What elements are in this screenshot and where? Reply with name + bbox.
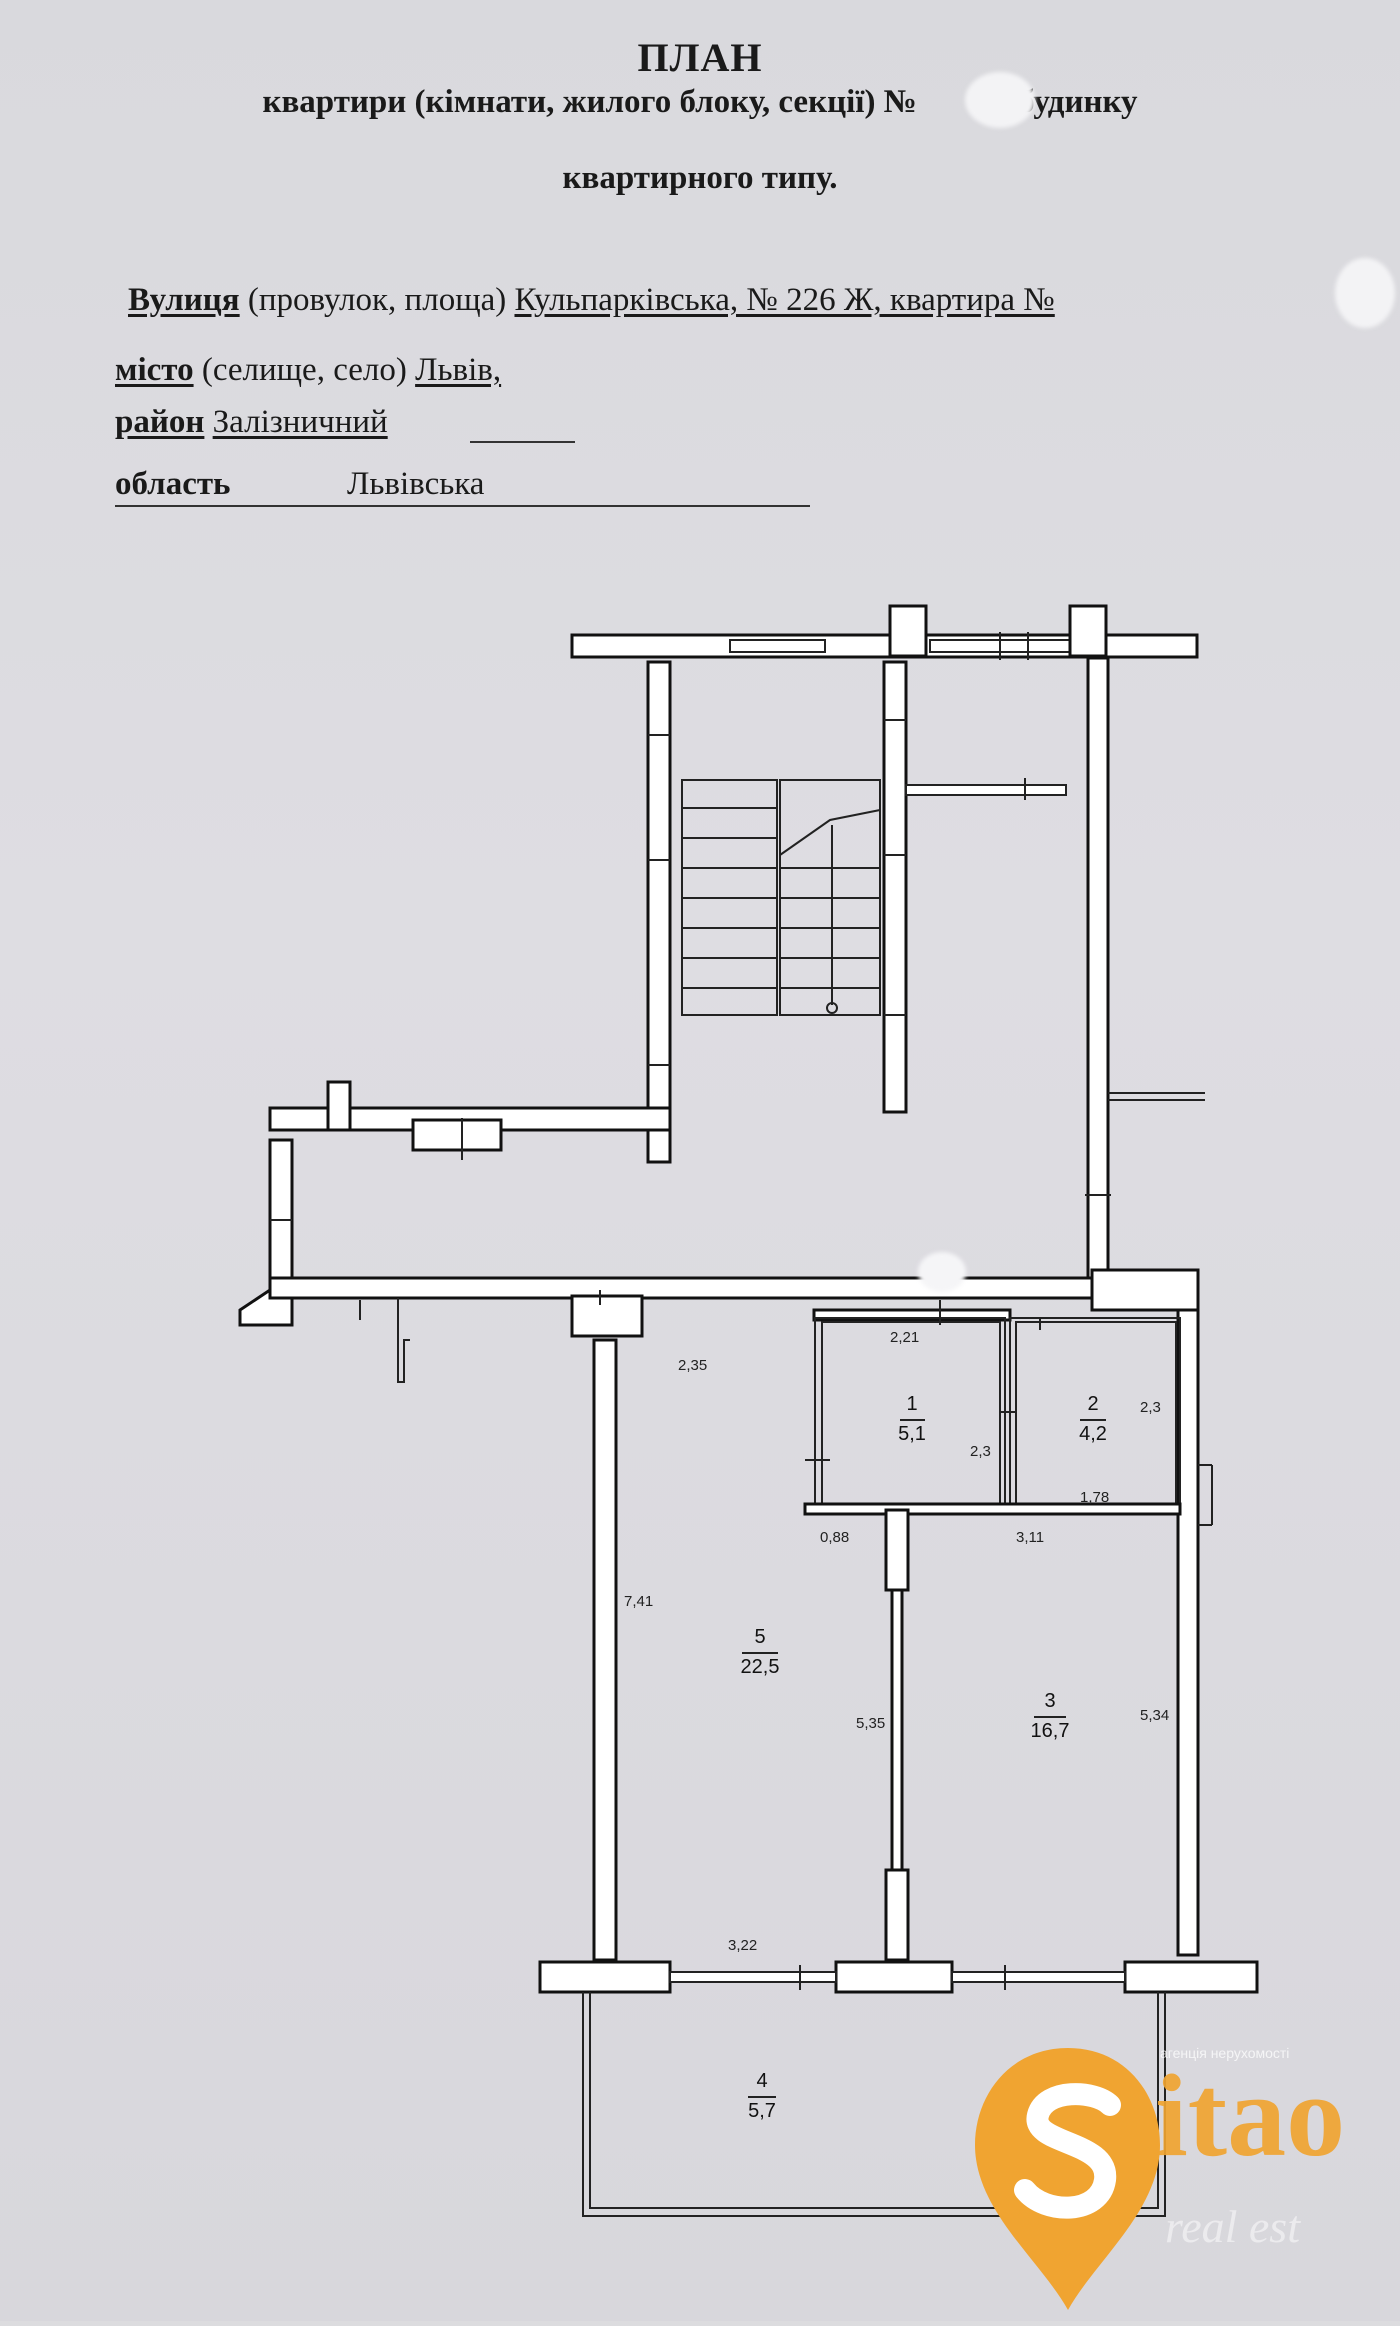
dimension-label: 0,88 xyxy=(820,1529,849,1546)
window xyxy=(669,1971,837,1983)
location-pin-icon xyxy=(975,2048,1160,2310)
subtitle-before: квартири (кімнати, жилого блоку, секції)… xyxy=(262,84,917,120)
district-value: Залізничний xyxy=(212,404,388,440)
room-3-area: 16,7 xyxy=(1031,1720,1070,1742)
wall-room-3-5-bottom xyxy=(884,1868,910,1962)
window xyxy=(951,1971,1126,1983)
watermark-brand: itao xyxy=(1155,2050,1345,2181)
document-subtitle-line2: квартирного типу. xyxy=(562,160,838,196)
dimension-label: 2,21 xyxy=(890,1329,919,1346)
pier xyxy=(538,1960,672,1994)
staircase xyxy=(681,779,881,1016)
room-5-number: 5 xyxy=(754,1626,765,1648)
region-label: область xyxy=(115,466,231,502)
street-label: Вулиця xyxy=(128,282,240,318)
dimension-label: 7,41 xyxy=(624,1593,653,1610)
wall-room-3-5 xyxy=(884,1508,910,1592)
room-5-area: 22,5 xyxy=(741,1656,780,1678)
district-line: район Залізничний xyxy=(115,404,388,441)
balcony-outline xyxy=(582,1992,1166,2217)
pier xyxy=(570,1294,644,1338)
wall-room-3-5-thin xyxy=(890,1588,904,1872)
dimension-label: 2,3 xyxy=(1140,1399,1161,1416)
watermark-tagline-top: агенція нерухомості xyxy=(1160,2045,1289,2061)
street-value: Кульпарківська, № 226 Ж, квартира № xyxy=(514,282,1055,318)
underline-rule xyxy=(115,505,810,507)
wall-stair-left xyxy=(646,660,672,1164)
window xyxy=(905,784,1067,796)
dimension-label: 5,34 xyxy=(1140,1707,1169,1724)
dimension-label: 3,22 xyxy=(728,1937,757,1954)
wall-stair-mid xyxy=(882,660,908,1114)
city-hint: (селище, село) xyxy=(201,352,407,388)
pier xyxy=(1123,1960,1259,1994)
wall-corridor xyxy=(268,1276,1094,1300)
document-subtitle: квартири (кімнати, жилого блоку, секції)… xyxy=(0,84,1400,121)
city-value: Львів, xyxy=(415,352,502,388)
pier xyxy=(888,604,928,658)
underline-rule xyxy=(470,441,575,443)
region-line: область Львівська xyxy=(115,466,484,503)
wall-apt-left xyxy=(592,1338,618,1962)
city-line: місто (селище, село) Львів, xyxy=(115,352,501,389)
document-title: ПЛАН xyxy=(637,35,763,80)
dimension-label: 2,35 xyxy=(678,1357,707,1374)
wall-divider xyxy=(803,1502,1182,1516)
wall-right xyxy=(1086,656,1110,1300)
wall-room1-top xyxy=(812,1308,1012,1322)
redaction-mark xyxy=(918,1252,966,1292)
redaction-mark xyxy=(965,72,1035,128)
room-1-area: 5,1 xyxy=(898,1423,926,1445)
street-line: Вулиця (провулок, площа) Кульпарківська,… xyxy=(128,282,1055,319)
city-label: місто xyxy=(115,352,194,388)
window xyxy=(729,639,826,653)
pier xyxy=(326,1080,352,1132)
room-2-number: 2 xyxy=(1087,1393,1098,1415)
wall-landing-left xyxy=(268,1138,294,1292)
room-4-area: 5,7 xyxy=(748,2100,776,2122)
dimension-label: 1,78 xyxy=(1080,1489,1109,1506)
room-1-number: 1 xyxy=(906,1393,917,1415)
pier xyxy=(834,1960,954,1994)
room-4-number: 4 xyxy=(756,2070,767,2092)
watermark-logo: агенція нерухомості itao real est xyxy=(960,2010,1400,2321)
watermark-tagline-bottom: real est xyxy=(1165,2201,1301,2252)
wall-apt-top-right xyxy=(1090,1268,1200,1312)
dimension-label: 2,3 xyxy=(970,1443,991,1460)
district-label: район xyxy=(115,404,205,440)
redaction-mark xyxy=(1335,258,1395,328)
room-2-area: 4,2 xyxy=(1079,1423,1107,1445)
room-3-number: 3 xyxy=(1044,1690,1055,1712)
dimension-label: 3,11 xyxy=(1016,1529,1044,1546)
dimension-label: 5,35 xyxy=(856,1715,885,1732)
region-value: Львівська xyxy=(347,466,485,502)
pier xyxy=(1068,604,1108,658)
radiator xyxy=(411,1118,503,1152)
street-hint: (провулок, площа) xyxy=(247,282,507,318)
